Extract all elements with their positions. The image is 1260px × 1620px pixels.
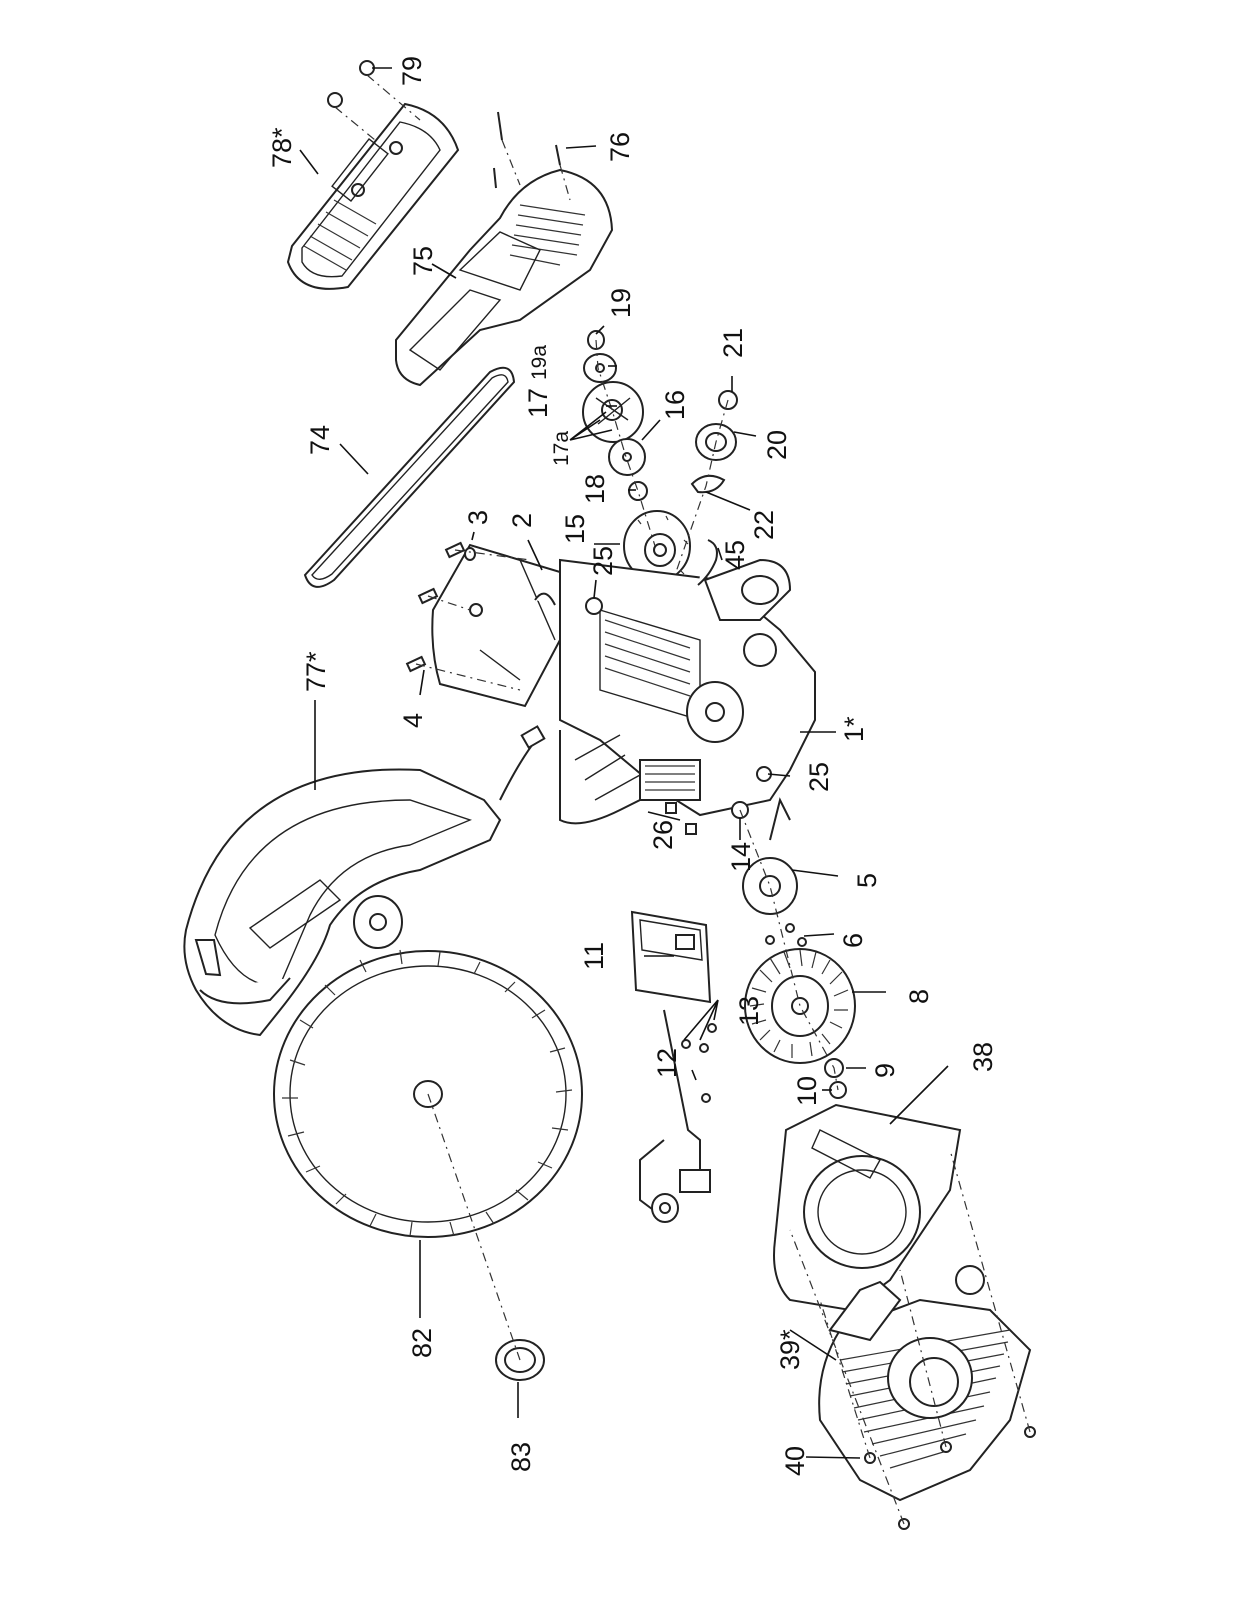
part-3-washer (465, 548, 475, 560)
callout-25-upper: 25 (588, 546, 618, 576)
part-12-ignition-lead (640, 1010, 710, 1222)
callout-19: 19 (606, 288, 636, 318)
callout-6: 6 (838, 933, 868, 948)
part-6-screws (766, 924, 806, 946)
callout-25-lower: 25 (804, 762, 834, 792)
callout-19a: 19a (528, 345, 551, 380)
callout-45: 45 (720, 540, 750, 570)
callout-10: 10 (792, 1076, 822, 1106)
part-38-fan-cover (774, 1105, 960, 1310)
callout-8: 8 (904, 989, 934, 1004)
callout-11: 11 (579, 942, 609, 970)
callout-17a: 17a (550, 431, 573, 466)
callout-4: 4 (398, 713, 428, 728)
callout-78: 78* (267, 127, 297, 168)
callout-40: 40 (780, 1446, 810, 1476)
part-18-bearing (629, 482, 647, 500)
callout-18: 18 (580, 474, 610, 504)
part-75-handle-housing (396, 170, 612, 385)
callout-13: 13 (734, 996, 764, 1026)
callout-17: 17 (523, 388, 553, 418)
callout-21: 21 (718, 328, 748, 358)
part-11-ignition-module (632, 912, 710, 1002)
part-39-starter-housing (819, 1266, 1030, 1500)
part-22-spring-clip (692, 476, 724, 492)
callout-1: 1* (839, 716, 869, 742)
callout-14: 14 (726, 842, 756, 872)
callout-75: 75 (408, 246, 438, 276)
callout-2: 2 (507, 513, 537, 528)
part-25-nut-upper (586, 598, 602, 614)
part-82-diamond-blade (274, 950, 582, 1237)
callout-83: 83 (506, 1442, 536, 1472)
callout-26: 26 (648, 820, 678, 850)
callout-16: 16 (660, 390, 690, 420)
callout-76: 76 (605, 132, 635, 162)
callout-39: 39* (775, 1329, 805, 1370)
callout-12: 12 (652, 1048, 682, 1078)
callout-5: 5 (852, 873, 882, 888)
callout-79: 79 (397, 56, 427, 86)
callout-82: 82 (407, 1328, 437, 1358)
callout-20: 20 (762, 430, 792, 460)
callout-77: 77* (301, 651, 331, 692)
callout-15: 15 (560, 514, 590, 544)
callout-3: 3 (463, 510, 493, 525)
callout-74: 74 (305, 425, 335, 455)
callout-38: 38 (968, 1042, 998, 1072)
part-17-clutch (583, 382, 643, 442)
part-16-washer (609, 439, 645, 475)
part-19a-washer (584, 354, 616, 382)
callout-22: 22 (749, 510, 779, 540)
callout-9: 9 (870, 1063, 900, 1078)
